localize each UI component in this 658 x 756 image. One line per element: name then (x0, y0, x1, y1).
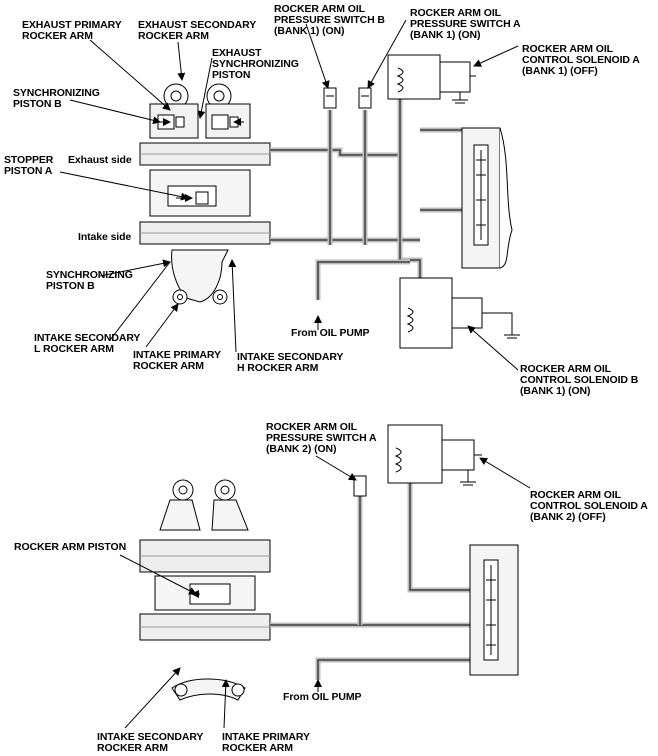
label-pressure-switch-b-bank1: ROCKER ARM OIL PRESSURE SWITCH B (BANK 1… (274, 3, 385, 37)
spool-valve-bank2 (469, 544, 519, 676)
solenoid-a-bank1 (387, 54, 476, 104)
solenoid-a-bank2 (387, 424, 482, 486)
exhaust-shaft (139, 142, 400, 166)
bank2-diagram (119, 424, 531, 729)
label-rocker-arm-piston: ROCKER ARM PISTON (14, 541, 127, 553)
pressure-switches-bank1 (323, 87, 372, 109)
label-pressure-switch-a-bank1: ROCKER ARM OIL PRESSURE SWITCH A (BANK 1… (410, 7, 521, 41)
lower-rocker-bank2 (171, 678, 246, 701)
oil-passages (315, 80, 470, 300)
pressure-switch-bank2 (353, 475, 367, 497)
label-pressure-switch-a-bank2: ROCKER ARM OIL PRESSURE SWITCH A (BANK 2… (266, 421, 377, 455)
label-synchronizing-piston-b-bottom: SYNCHRONIZING PISTON B (46, 269, 133, 292)
label-intake-side: Intake side (78, 231, 132, 243)
intake-shaft (139, 221, 420, 245)
spool-valve-bank1 (461, 127, 513, 269)
camshaft-bank2 (139, 539, 271, 573)
label-synchronizing-piston-b-top: SYNCHRONIZING PISTON B (13, 87, 100, 110)
label-stopper-piston-a: STOPPER PISTON A (4, 154, 54, 177)
label-exhaust-synchronizing-piston: EXHAUST SYNCHRONIZING PISTON (212, 47, 299, 81)
leader-lines-bank2 (119, 455, 531, 729)
rocker-arms-bank2 (159, 479, 249, 531)
label-exhaust-side: Exhaust side (68, 154, 132, 166)
label-intake-secondary-h-rocker-arm: INTAKE SECONDARY H ROCKER ARM (237, 351, 344, 374)
label-control-solenoid-a-bank2: ROCKER ARM OIL CONTROL SOLENOID A (BANK … (530, 489, 648, 523)
sync-piston-blocks (149, 169, 251, 217)
label-intake-secondary-rocker-arm-bank2: INTAKE SECONDARY ROCKER ARM (97, 731, 204, 754)
label-exhaust-primary-rocker-arm: EXHAUST PRIMARY ROCKER ARM (22, 19, 122, 42)
label-control-solenoid-b-bank1: ROCKER ARM OIL CONTROL SOLENOID B (BANK … (520, 363, 639, 397)
label-control-solenoid-a-bank1: ROCKER ARM OIL CONTROL SOLENOID A (BANK … (522, 43, 640, 77)
exhaust-rocker-arms (149, 83, 251, 139)
intake-rocker-arms (171, 249, 229, 305)
label-intake-primary-rocker-arm: INTAKE PRIMARY ROCKER ARM (133, 349, 221, 372)
label-intake-secondary-l-rocker-arm: INTAKE SECONDARY L ROCKER ARM (34, 332, 141, 355)
intake-shaft-bank2 (139, 613, 470, 641)
leader-lines-bank1 (59, 19, 519, 371)
label-exhaust-secondary-rocker-arm: EXHAUST SECONDARY ROCKER ARM (138, 19, 257, 42)
oil-passages-bank2 (315, 470, 480, 680)
label-from-oil-pump-bank2: From OIL PUMP (283, 691, 362, 703)
label-intake-primary-rocker-arm-bank2: INTAKE PRIMARY ROCKER ARM (222, 731, 310, 754)
solenoid-b-bank1 (399, 277, 520, 349)
label-from-oil-pump-bank1: From OIL PUMP (291, 327, 370, 339)
bank1-diagram (59, 19, 520, 371)
